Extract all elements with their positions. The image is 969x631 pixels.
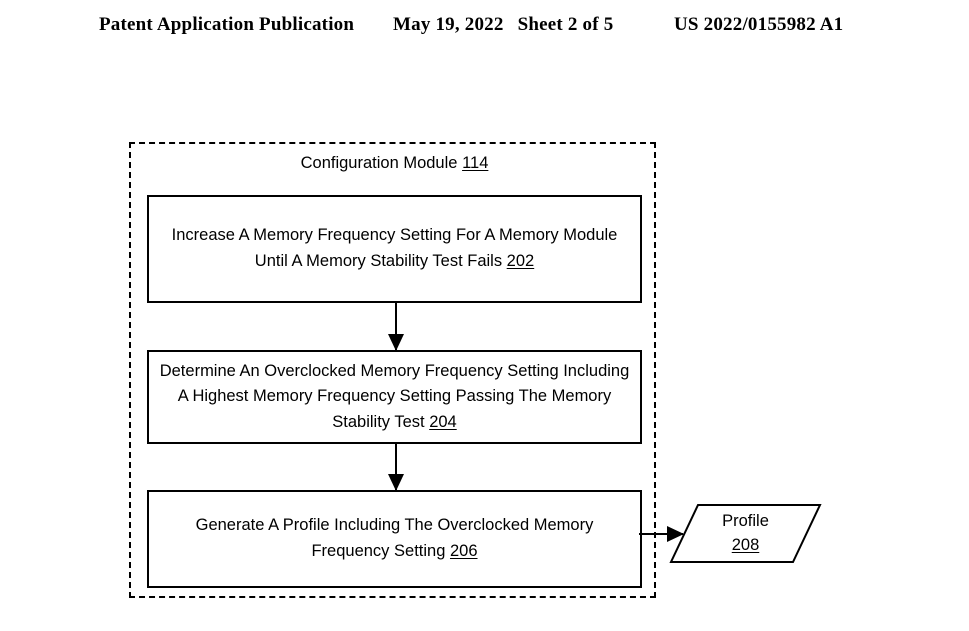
profile-data-node: Profile 208: [668, 502, 823, 565]
process-box-206: Generate A Profile Including The Overclo…: [147, 490, 642, 588]
publication-date-sheet: May 19, 2022 Sheet 2 of 5: [393, 14, 613, 36]
process-box-206-text: Generate A Profile Including The Overclo…: [195, 516, 594, 560]
profile-node-text: Profile: [722, 511, 769, 530]
publication-label: Patent Application Publication: [99, 14, 355, 35]
configuration-module-title-ref: 114: [462, 154, 489, 172]
profile-node-ref: 208: [731, 535, 760, 554]
process-box-204-body: Determine An Overclocked Memory Frequenc…: [157, 359, 632, 436]
sheet-number: Sheet 2 of 5: [517, 14, 614, 35]
process-box-202: Increase A Memory Frequency Setting For …: [147, 195, 642, 303]
process-box-204-ref: 204: [429, 412, 457, 431]
arrow-206-to-profile: [639, 533, 683, 535]
configuration-module-title: Configuration Module 114: [131, 154, 658, 173]
process-box-204: Determine An Overclocked Memory Frequenc…: [147, 350, 642, 444]
process-box-202-text: Increase A Memory Frequency Setting For …: [171, 226, 618, 270]
process-box-202-ref: 202: [506, 252, 535, 270]
configuration-module-title-text: Configuration Module: [300, 154, 458, 172]
process-box-206-body: Generate A Profile Including The Overclo…: [157, 513, 632, 564]
arrow-204-to-206: [395, 444, 397, 490]
process-box-204-text: Determine An Overclocked Memory Frequenc…: [159, 361, 630, 431]
profile-node-label: Profile 208: [668, 502, 823, 565]
parallelogram-shape: [669, 504, 822, 563]
configuration-module-container: Configuration Module 114 Increase A Memo…: [129, 142, 656, 598]
arrow-202-to-204: [395, 303, 397, 350]
publication-number: US 2022/0155982 A1: [674, 14, 844, 35]
process-box-206-ref: 206: [449, 542, 478, 560]
publication-date: May 19, 2022: [393, 14, 504, 35]
patent-page-header: Patent Application Publication May 19, 2…: [0, 14, 969, 40]
process-box-202-body: Increase A Memory Frequency Setting For …: [157, 223, 632, 274]
